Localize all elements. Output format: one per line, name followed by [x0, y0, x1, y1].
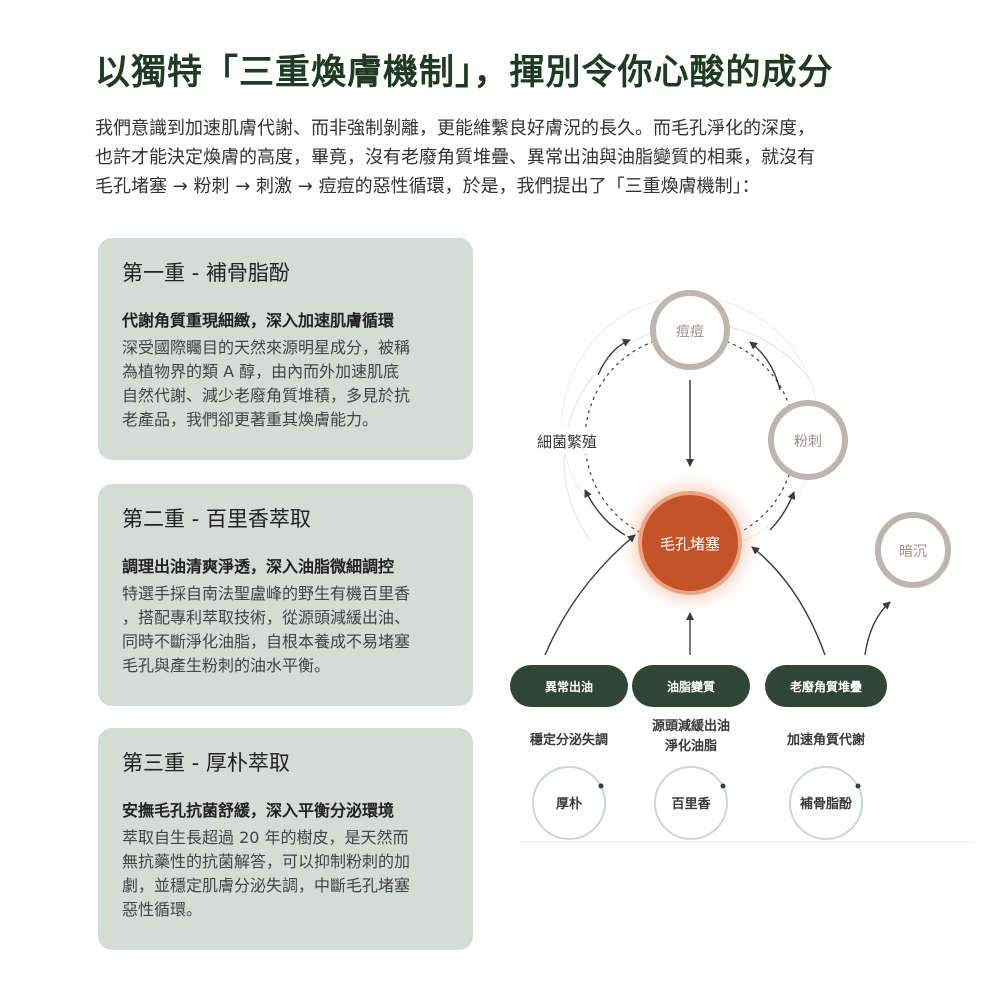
- card-title: 第二重 - 百里香萃取: [122, 507, 311, 531]
- card-body-line: 劇，並穩定肌膚分泌失調，中斷毛孔堵塞: [122, 876, 411, 895]
- ingredient-node-magnolia: [532, 766, 606, 840]
- arrow-oil-to-pore: [544, 534, 636, 656]
- ingredient-dot: [598, 783, 604, 789]
- effect-label-secretion: 穩定分泌失調: [530, 732, 608, 748]
- cause-label-oil: 異常出油: [545, 679, 593, 694]
- bacteria-label-bg: [528, 428, 608, 454]
- ingredient-node-bakuchiol: [789, 766, 863, 840]
- card-body-line: 同時不斷淨化油脂，自根本養成不易堵塞: [122, 632, 411, 651]
- pore-cycle-diagram: 痘痘 粉刺 細菌繁殖 毛孔堵塞 暗沉 異常出油 油脂變質 老廢角質堆疊 穩定分泌…: [510, 290, 975, 843]
- cause-label-oxidation: 油脂變質: [667, 679, 715, 694]
- effect-label-oil-purify: 淨化油脂: [665, 738, 717, 754]
- arrow-pore-to-comedone: [769, 491, 796, 531]
- arrow-pore-to-bacteria: [584, 489, 626, 536]
- card-body-line: 惡性循環。: [122, 900, 203, 919]
- cause-pill-keratin: [765, 665, 887, 707]
- card-body-line: 深受國際矚目的天然來源明星成分，被稱: [122, 338, 411, 357]
- dullness-label: 暗沉: [899, 544, 927, 560]
- cause-label-keratin: 老廢角質堆疊: [790, 679, 862, 694]
- ingredient-label-thyme: 百里香: [671, 796, 711, 812]
- acne-label: 痘痘: [676, 324, 704, 340]
- effect-label-oil-source: 源頭減緩出油: [652, 718, 730, 734]
- mechanism-card-3: 第三重 - 厚朴萃取 安撫毛孔抗菌舒緩，深入平衡分泌環境 萃取自生長超過 20 …: [98, 728, 473, 950]
- ingredient-label-magnolia: 厚朴: [556, 796, 582, 812]
- arrow-bacteria-to-acne: [597, 338, 631, 376]
- card-subtitle: 代謝角質重現細緻，深入加速肌膚循環: [122, 311, 395, 330]
- intro-paragraph: 我們意識到加速肌膚代謝、而非強制剝離，更能維繫良好膚況的長久。而毛孔淨化的深度，…: [95, 114, 925, 201]
- card-title: 第一重 - 補骨脂酚: [122, 261, 290, 285]
- bacteria-label: 細菌繁殖: [537, 433, 597, 451]
- ingredient-dot: [855, 783, 861, 789]
- comedone-node: [768, 400, 848, 480]
- acne-node: [650, 290, 730, 370]
- pore-node: [638, 491, 742, 595]
- mechanism-card-1: 第一重 - 補骨脂酚 代謝角質重現細緻，深入加速肌膚循環 深受國際矚目的天然來源…: [98, 238, 473, 460]
- card-subtitle: 安撫毛孔抗菌舒緩，深入平衡分泌環境: [122, 801, 395, 820]
- card-body: 萃取自生長超過 20 年的樹皮，是天然而 無抗藥性的抗菌解答，可以抑制粉刺的加 …: [122, 826, 449, 922]
- card-body-line: ，搭配專利萃取技術，從源頭減緩出油、: [122, 608, 411, 627]
- card-body: 深受國際矚目的天然來源明星成分，被稱 為植物界的類 A 醇，由內而外加速肌底 自…: [122, 336, 449, 432]
- card-body-line: 老產品，我們卻更著重其煥膚能力。: [122, 410, 379, 429]
- arrow-keratin-to-pore: [751, 546, 826, 656]
- cause-pill-oil: [510, 665, 628, 707]
- mechanism-card-2: 第二重 - 百里香萃取 調理出油清爽淨透，深入油脂微細調控 特選手採自南法聖盧峰…: [98, 484, 473, 706]
- ingredient-label-bakuchiol: 補骨脂酚: [799, 796, 853, 812]
- cause-pill-oxidation: [632, 665, 750, 707]
- intro-line: 毛孔堵塞 → 粉刺 → 刺激 → 痘痘的惡性循環，於是，我們提出了「三重煥膚機制…: [95, 176, 760, 197]
- intro-line: 我們意識到加速肌膚代謝、而非強制剝離，更能維繫良好膚況的長久。而毛孔淨化的深度，: [95, 118, 815, 139]
- ingredient-dot: [720, 783, 726, 789]
- card-body-line: 特選手採自南法聖盧峰的野生有機百里香: [122, 584, 411, 603]
- card-body: 特選手採自南法聖盧峰的野生有機百里香 ，搭配專利萃取技術，從源頭減緩出油、 同時…: [122, 582, 449, 678]
- arrow-comedone-to-acne: [749, 341, 781, 391]
- card-title: 第三重 - 厚朴萃取: [122, 751, 290, 775]
- card-body-line: 萃取自生長超過 20 年的樹皮，是天然而: [122, 828, 409, 847]
- pore-label: 毛孔堵塞: [660, 535, 720, 553]
- page-title: 以獨特「三重煥膚機制」，揮別令你心酸的成分: [95, 53, 834, 93]
- card-body-line: 為植物界的類 A 醇，由內而外加速肌底: [122, 362, 400, 381]
- ingredient-node-thyme: [654, 766, 728, 840]
- card-subtitle: 調理出油清爽淨透，深入油脂微細調控: [122, 557, 395, 576]
- card-body-line: 自然代謝、減少老廢角質堆積，多見於抗: [122, 386, 411, 405]
- effect-label-keratin: 加速角質代謝: [786, 732, 865, 748]
- card-body-line: 無抗藥性的抗菌解答，可以抑制粉刺的加: [122, 852, 411, 871]
- dullness-node: [875, 512, 951, 588]
- comedone-label: 粉刺: [794, 434, 822, 450]
- intro-line: 也許才能決定煥膚的高度，畢竟，沒有老廢角質堆疊、異常出油與油脂變質的相乘，就沒有: [95, 147, 815, 168]
- arrow-keratin-to-dullness: [864, 601, 891, 656]
- card-body-line: 毛孔與產生粉刺的油水平衡。: [122, 656, 331, 675]
- outer-arc: [563, 323, 811, 541]
